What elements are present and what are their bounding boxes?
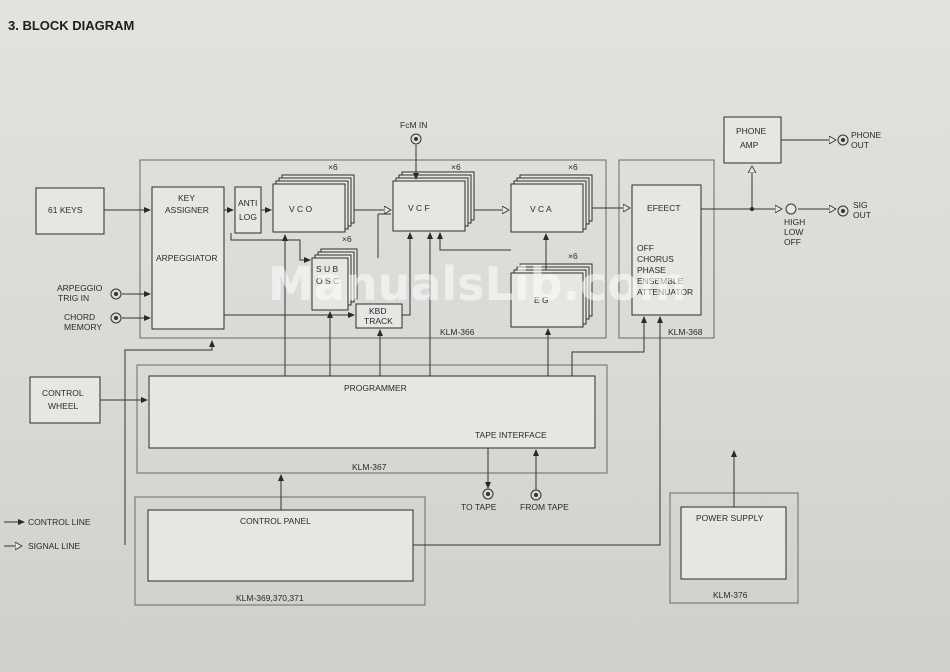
board-klm368 — [618, 159, 715, 339]
programmer-block — [148, 375, 596, 449]
chord-label-1: CHORD — [64, 312, 95, 322]
vco-stack — [272, 174, 355, 233]
tape-interface-label: TAPE INTERFACE — [475, 430, 547, 440]
vco-block — [272, 183, 346, 233]
vcf-stack — [392, 171, 475, 232]
connections — [100, 140, 836, 546]
control-panel-label: CONTROL PANEL — [240, 516, 311, 526]
from-tape-jack-icon — [530, 489, 542, 501]
antilog-block — [234, 186, 262, 234]
key-assigner-label-1: KEY — [178, 193, 195, 203]
jacks — [110, 133, 849, 501]
from-tape-label: FROM TAPE — [520, 502, 569, 512]
arpeggio-jack-icon — [110, 288, 122, 300]
chord-label-2: MEMORY — [64, 322, 102, 332]
board-klm369 — [134, 496, 426, 606]
sub-osc-multiplier: ×6 — [342, 234, 352, 244]
effect-opt-off: OFF — [637, 243, 654, 253]
effect-opt-attenuator: ATTENUATOR — [637, 287, 693, 297]
board-klm366 — [139, 159, 607, 339]
vca-multiplier: ×6 — [568, 162, 578, 172]
eg-label: E G — [534, 295, 549, 305]
legend-signal-label: SIGNAL LINE — [28, 541, 80, 551]
effect-opt-chorus: CHORUS — [637, 254, 674, 264]
sig-out-label-2: OUT — [853, 210, 871, 220]
to-tape-jack-icon — [482, 488, 494, 500]
sub-osc-block — [311, 257, 349, 311]
phone-amp-label-1: PHONE — [736, 126, 767, 136]
power-supply-label: POWER SUPPLY — [696, 513, 764, 523]
to-tape-label: TO TAPE — [461, 502, 497, 512]
effect-opt-phase: PHASE — [637, 265, 666, 275]
programmer-label: PROGRAMMER — [344, 383, 407, 393]
kbd-track-label-2: TRACK — [364, 316, 393, 326]
page-title: 3. BLOCK DIAGRAM — [8, 18, 134, 33]
eg-block — [510, 272, 584, 328]
phone-amp-label-2: AMP — [740, 140, 759, 150]
effect-opt-ensemble: ENSEMBLE — [637, 276, 684, 286]
keys-label: 61 KEYS — [48, 205, 83, 215]
sub-osc-label-1: S U B — [316, 264, 339, 274]
level-switch-icon — [785, 203, 797, 215]
vcf-label: V C F — [408, 203, 430, 213]
eg-stack — [510, 263, 593, 328]
control-wheel-block — [29, 376, 101, 424]
klm366-label: KLM-366 — [440, 327, 475, 337]
fcm-in-jack-icon — [410, 133, 422, 145]
sub-osc-stack — [311, 248, 358, 311]
kbd-track-label-1: KBD — [369, 306, 386, 316]
control-wheel-label-1: CONTROL — [42, 388, 84, 398]
vcf-multiplier: ×6 — [451, 162, 461, 172]
control-wheel-label-2: WHEEL — [48, 401, 79, 411]
vco-label: V C O — [289, 204, 313, 214]
switch-high-label: HIGH — [784, 217, 805, 227]
vcf-block — [392, 180, 466, 232]
phone-out-label-1: PHONE — [851, 130, 882, 140]
key-assigner-label-2: ASSIGNER — [165, 205, 209, 215]
eg-multiplier: ×6 — [568, 251, 578, 261]
arpeggiator-label: ARPEGGIATOR — [156, 253, 218, 263]
board-klm367 — [136, 364, 608, 474]
legend-control-label: CONTROL LINE — [28, 517, 91, 527]
sig-out-jack-icon — [837, 205, 849, 217]
switch-low-label: LOW — [784, 227, 803, 237]
sig-out-label-1: SIG — [853, 200, 868, 210]
klm369-label: KLM-369,370,371 — [236, 593, 304, 603]
watermark: ManualsLib.com — [268, 257, 687, 311]
vca-block — [510, 183, 584, 233]
arpeggio-label-2: TRIG IN — [58, 293, 89, 303]
key-assigner-block — [151, 186, 225, 330]
sub-osc-label-2: O S C — [316, 276, 339, 286]
antilog-label-2: LOG — [239, 212, 257, 222]
legend: CONTROL LINE SIGNAL LINE — [4, 517, 91, 551]
klm367-label: KLM-367 — [352, 462, 387, 472]
effect-label: EFEECT — [647, 203, 681, 213]
chord-jack-icon — [110, 312, 122, 324]
switch-off-label: OFF — [784, 237, 801, 247]
klm376-label: KLM-376 — [713, 590, 748, 600]
vca-label: V C A — [530, 204, 552, 214]
klm368-label: KLM-368 — [668, 327, 703, 337]
kbd-track-block — [355, 303, 403, 329]
phone-out-jack-icon — [837, 134, 849, 146]
keys-block — [35, 187, 105, 235]
phone-out-label-2: OUT — [851, 140, 869, 150]
arpeggio-label-1: ARPEGGIO — [57, 283, 103, 293]
vco-multiplier: ×6 — [328, 162, 338, 172]
vca-stack — [510, 174, 593, 233]
fcm-in-label: FcM IN — [400, 120, 427, 130]
control-panel-block — [147, 509, 414, 582]
phone-amp-block — [723, 116, 782, 164]
antilog-label-1: ANTI — [238, 198, 257, 208]
effect-block — [631, 184, 702, 316]
power-supply-block — [680, 506, 787, 580]
